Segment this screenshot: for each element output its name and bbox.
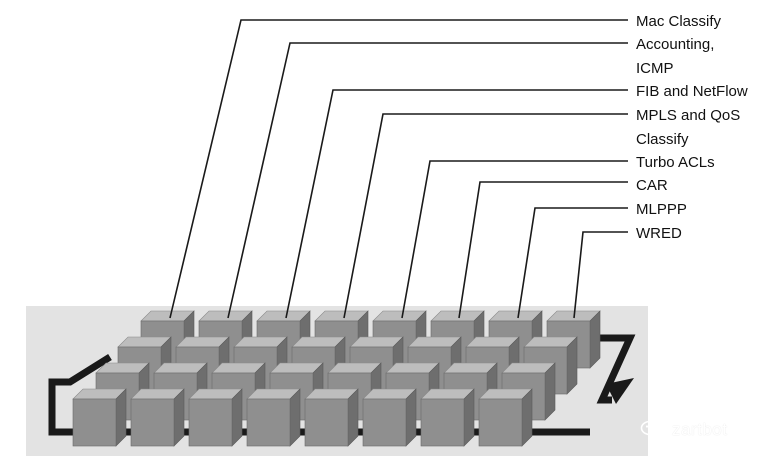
- stage-label: MPLS and QoS Classify: [636, 107, 741, 148]
- cube-front: [130, 398, 175, 447]
- cube-front: [246, 398, 291, 447]
- flow-arrowhead: [606, 378, 634, 404]
- cube: [72, 388, 127, 447]
- cube-front: [420, 398, 465, 447]
- cube-front: [188, 398, 233, 447]
- cube: [130, 388, 185, 447]
- leader-line: [285, 89, 628, 319]
- cube: [246, 388, 301, 447]
- stage-label: FIB and NetFlow: [636, 83, 748, 100]
- leader-line: [517, 207, 628, 319]
- wechat-icon: [640, 420, 666, 440]
- flow-path-right: [596, 334, 636, 404]
- leader-line: [169, 19, 628, 319]
- cube-front: [72, 398, 117, 447]
- stage-label: WRED: [636, 225, 682, 242]
- stage-label: Turbo ACLs: [636, 154, 715, 171]
- leader-line: [227, 42, 628, 319]
- cube-front: [362, 398, 407, 447]
- watermark: zartbot: [640, 420, 727, 440]
- leader-line: [343, 113, 628, 319]
- cube: [478, 388, 533, 447]
- leader-line: [458, 181, 628, 319]
- cube: [420, 388, 475, 447]
- leader-line: [573, 231, 628, 319]
- stage-label: MLPPP: [636, 201, 687, 218]
- stage-label: Accounting, ICMP: [636, 36, 715, 77]
- cube: [304, 388, 359, 447]
- watermark-text: zartbot: [672, 420, 728, 439]
- stage-label: Mac Classify: [636, 13, 722, 30]
- leader-line: [401, 160, 628, 319]
- leader-lines: [169, 19, 628, 319]
- cube: [362, 388, 417, 447]
- stage-label: CAR: [636, 177, 668, 194]
- processor-grid: [72, 310, 601, 447]
- cube-front: [478, 398, 523, 447]
- cube: [188, 388, 243, 447]
- cube-front: [304, 398, 349, 447]
